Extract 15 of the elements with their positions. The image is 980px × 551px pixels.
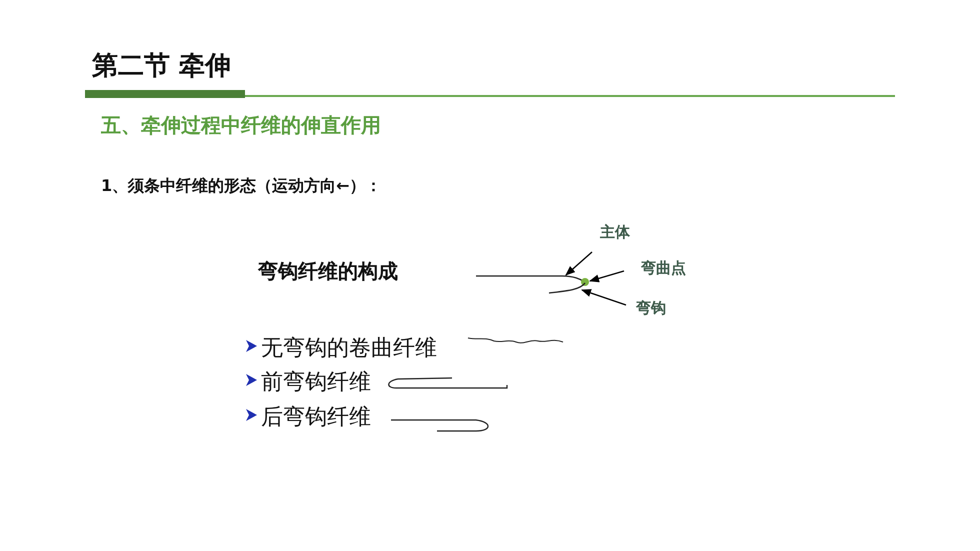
list-item: 无弯钩的卷曲纤维 — [261, 335, 437, 363]
bend-point-dot — [581, 278, 589, 286]
leader-line — [589, 270, 624, 282]
list-item: 前弯钩纤维 — [261, 369, 371, 397]
part-label: 弯钩 — [636, 299, 666, 318]
fiber-hook-line — [548, 282, 586, 294]
part-label: 弯曲点 — [641, 259, 686, 278]
list-item: 后弯钩纤维 — [261, 404, 371, 432]
section-heading: 五、牵伸过程中纤维的伸直作用 — [101, 112, 381, 139]
part-label: 主体 — [600, 223, 630, 242]
leader-line — [581, 289, 626, 306]
subheading: 1、须条中纤维的形态（运动方向←）： — [101, 176, 382, 197]
slide-title: 第二节 牵伸 — [92, 50, 232, 83]
diagram-caption: 弯钩纤维的构成 — [258, 258, 398, 285]
leader-line — [565, 252, 592, 276]
